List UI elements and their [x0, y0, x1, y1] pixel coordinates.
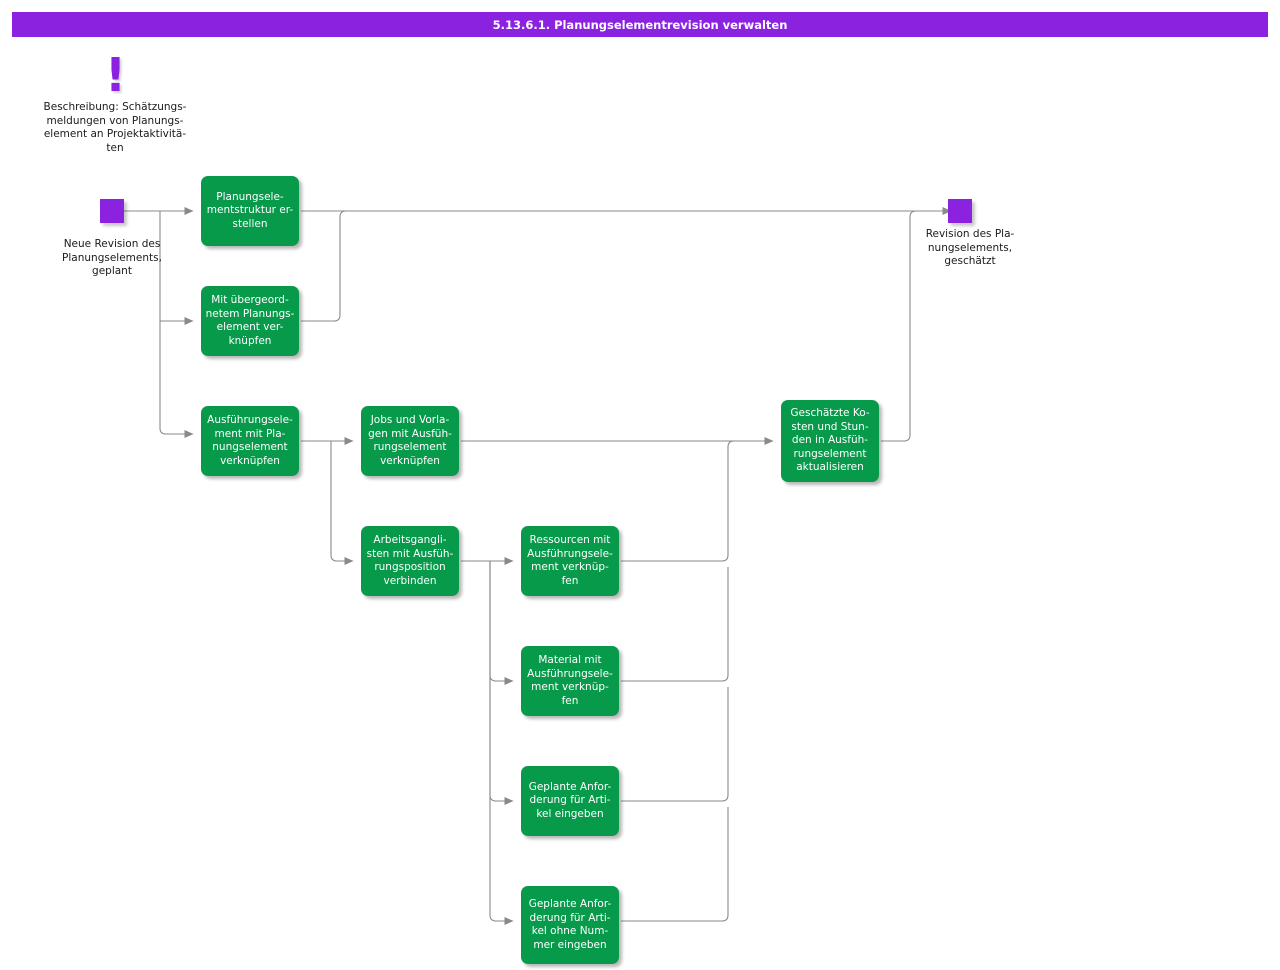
- end-event[interactable]: [948, 199, 972, 223]
- start-event[interactable]: [100, 199, 124, 223]
- function-ressourcen-mit-ausfuehrungselement-verknuepfen[interactable]: Ressourcen mit Ausführungsele- ment verk…: [521, 526, 619, 596]
- edge-f9-to-rail: [621, 807, 729, 922]
- function-geplante-anforderung-fuer-artikel-ohne-nummer-eingeben[interactable]: Geplante Anfor- derung für Arti- kel ohn…: [521, 886, 619, 964]
- function-planungselementstruktur-erstellen[interactable]: Planungsele- mentstruktur er- stellen: [201, 176, 299, 246]
- function-material-mit-ausfuehrungselement-verknuepfen[interactable]: Material mit Ausführungsele- ment verknü…: [521, 646, 619, 716]
- function-mit-uebergeordnetem-planungselement-verknuepfen[interactable]: Mit übergeord- netem Planungs- element v…: [201, 286, 299, 356]
- edge-f2-to-rail: [301, 210, 347, 322]
- description-note-text: Beschreibung: Schätzungs- meldungen von …: [43, 101, 187, 154]
- exclamation-icon: !: [105, 48, 126, 102]
- page-title: 5.13.6.1. Planungselementrevision verwal…: [492, 17, 788, 32]
- edge-f5-to-f9: [489, 561, 514, 925]
- function-arbeitsganglisten-mit-ausfuehrungsposition-verbinden[interactable]: Arbeitsgangli- sten mit Ausfüh- rungspos…: [361, 526, 459, 596]
- end-event-label: Revision des Pla- nungselements, geschät…: [925, 228, 1015, 267]
- edge-f10-to-end: [881, 210, 917, 442]
- edge-f3-to-f5: [330, 441, 354, 565]
- edge-f7-to-rail: [621, 567, 729, 682]
- start-event-label: Neue Revision des Planungselements, gepl…: [62, 238, 162, 277]
- edge-f8-to-rail: [621, 687, 729, 802]
- function-ausfuehrungselement-mit-planungselement-verknuepfen[interactable]: Ausführungsele- ment mit Pla- nungseleme…: [201, 406, 299, 476]
- edge-f6-to-rail: [621, 440, 735, 562]
- edge-bus-to-f3: [159, 211, 194, 438]
- function-geplante-anforderung-fuer-artikel-eingeben[interactable]: Geplante Anfor- derung für Arti- kel ein…: [521, 766, 619, 836]
- function-jobs-und-vorlagen-mit-ausfuehrungselement-verknuepfen[interactable]: Jobs und Vorla- gen mit Ausfüh- rungsele…: [361, 406, 459, 476]
- function-geschaetzte-kosten-und-stunden-in-ausfuehrungselement-aktualisieren[interactable]: Geschätzte Ko- sten und Stun- den in Aus…: [781, 400, 879, 482]
- window-title-bar: 5.13.6.1. Planungselementrevision verwal…: [12, 12, 1268, 37]
- edge-f5-to-f7: [489, 561, 514, 685]
